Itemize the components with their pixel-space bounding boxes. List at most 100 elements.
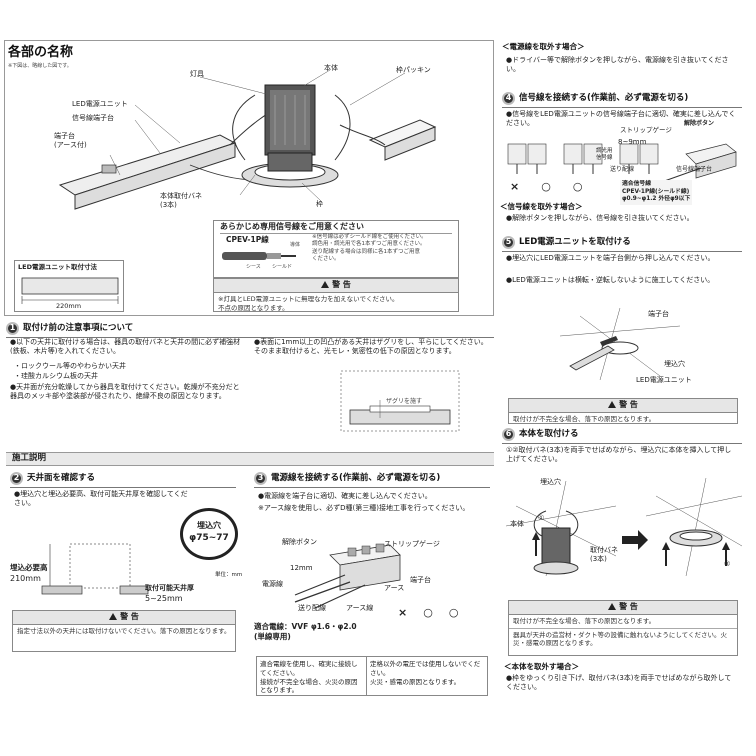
step5-warning-title: 警 告 bbox=[619, 400, 638, 409]
step3-terminal: 端子台 bbox=[410, 576, 431, 584]
prep-shield: シールド bbox=[272, 264, 293, 270]
parts-note: ※下図は、略線した図です。 bbox=[8, 63, 72, 69]
step3-strip-gauge: ストリップゲージ bbox=[384, 540, 440, 548]
section1-heading: 1 取付け前の注意事項について bbox=[6, 322, 494, 338]
label-led-unit: LED電源ユニット bbox=[72, 100, 128, 108]
step3-item-1: ※アース線を使用し、必ずD種(第三種)接地工事を行ってください。 bbox=[258, 504, 470, 512]
step6-hole: 埋込穴 bbox=[540, 478, 561, 486]
construction-band bbox=[6, 452, 494, 466]
label-terminal-block: 端子台 (アース付) bbox=[54, 132, 87, 150]
step4-text: ●信号線をLED電源ユニットの信号線端子台に適切、確実に差し込んでください。 bbox=[506, 110, 736, 128]
step5-number: 5 bbox=[502, 236, 515, 249]
prep-cable: CPEV-1P線 bbox=[226, 235, 269, 244]
section1-item-2: ・珪酸カルシウム板の天井 bbox=[14, 372, 98, 380]
prep-conductor: 導体 bbox=[290, 242, 301, 248]
step4-title: 信号線を接続する(作業前、必ず電源を切る) bbox=[519, 92, 689, 103]
step6-c1: ① bbox=[538, 514, 545, 522]
step3-number: 3 bbox=[254, 472, 267, 485]
ceiling-diagram bbox=[41, 543, 149, 595]
ox-mark: × bbox=[510, 180, 520, 193]
step6-heading: 6 本体を取付ける bbox=[502, 428, 742, 444]
cable-illustration bbox=[222, 252, 296, 260]
ox-mark: ○ bbox=[541, 180, 551, 193]
zaguri-diagram bbox=[340, 370, 460, 432]
prep-box bbox=[213, 220, 459, 278]
step3-length: 12mm bbox=[290, 564, 313, 572]
parts-panel bbox=[4, 40, 494, 316]
step6-warning-text-2: 器具が天井の造営材・ダクト等の設備に触れないようにしてください。火災・感電の原因… bbox=[513, 630, 727, 648]
remove-power-text: ●ドライバー等で解除ボタンを押しながら、電源線を引き抜いてください。 bbox=[506, 56, 729, 74]
ox-mark: ○ bbox=[423, 606, 433, 619]
construction-title: 施工説明 bbox=[12, 453, 47, 463]
label-body: 本体 bbox=[324, 64, 338, 72]
step6-number: 6 bbox=[502, 428, 515, 441]
unit-size-box bbox=[14, 260, 124, 312]
step3-warn-divider bbox=[366, 656, 367, 696]
step4-dim: 調光用 信号線 bbox=[596, 148, 613, 162]
section1-item-3: ●天井面が充分乾燥してから器具を取付けてください。乾燥が不充分だと器具のメッキ部… bbox=[10, 383, 240, 401]
hole-label: 埋込穴 bbox=[197, 521, 221, 530]
remove-power-heading: ＜電源線を取外す場合＞ bbox=[502, 42, 585, 51]
step6-warning-title: 警 告 bbox=[619, 602, 638, 611]
step5-item-0: ●埋込穴にLED電源ユニットを端子台側から押し込んでください。 bbox=[506, 254, 715, 262]
step3-earth: アース bbox=[384, 584, 405, 592]
prep-note: ※信号線は必ずシールド線をご使用ください。 調色用・調光用で各1本ずつご用意くだ… bbox=[312, 234, 427, 263]
section1-item-right: ●表面に1mm以上の凹凸がある天井はザグリをし、平らにしてください。そのまま取付… bbox=[254, 338, 488, 356]
step3-warnings bbox=[256, 656, 488, 696]
hole-size: φ75~77 bbox=[189, 532, 229, 543]
section1-number: 1 bbox=[6, 322, 19, 335]
section1-item-1: ・ロックウール等のやわらかい天井 bbox=[14, 362, 126, 370]
warning-parts-title: 警 告 bbox=[332, 280, 351, 289]
parts-title: 各部の名称 bbox=[8, 45, 74, 60]
step4-strip-gauge: ストリップゲージ bbox=[620, 126, 672, 134]
ox-mark: × bbox=[398, 606, 408, 619]
step2-number: 2 bbox=[10, 472, 23, 485]
step6-remove-text: ●枠をゆっくり引き下げ、取付バネ(3本)を両手でせばめながら取外してください。 bbox=[506, 674, 732, 692]
label-lamp: 灯具 bbox=[190, 70, 204, 78]
step4-heading: 4 信号線を接続する(作業前、必ず電源を切る) bbox=[502, 92, 742, 108]
step6-body: 本体 bbox=[510, 520, 524, 528]
step2-height: 210mm bbox=[10, 574, 41, 583]
body-install-diagram bbox=[506, 477, 742, 577]
step6-warning: 警 告 取付けが不完全な場合、落下の原因となります。 器具が天井の造営材・ダクト… bbox=[508, 600, 738, 656]
warning-icon bbox=[608, 401, 617, 408]
step2-text: ●埋込穴と埋込必要高、取付可能天井厚を確認してください。 bbox=[14, 490, 188, 508]
step3-warn-right: 定格以外の電圧では使用しないでください。 火災・感電の原因となります。 bbox=[370, 660, 481, 686]
section1-item-0: ●以下の天井に取付ける場合は、器具の取付バネと天井の間に必ず補強材(鉄板、木片等… bbox=[10, 338, 241, 356]
step5-terminal: 端子台 bbox=[648, 310, 669, 318]
unit-size-title: LED電源ユニット取付寸法 bbox=[18, 263, 97, 271]
warning-icon bbox=[608, 603, 617, 610]
step4-terminal: 信号線端子台 bbox=[676, 166, 713, 173]
ox-mark: ○ bbox=[448, 606, 459, 619]
step3-warn-left: 適合電線を使用し、確実に接続してください。 接続が不完全な場合、火災の原因となり… bbox=[260, 660, 358, 695]
ox-mark: ○ bbox=[572, 180, 583, 193]
step5-item-1: ●LED電源ユニットは横転・逆転しないように施工してください。 bbox=[506, 276, 715, 284]
step6-spring: 取付バネ (3本) bbox=[590, 546, 618, 564]
step6-title: 本体を取付ける bbox=[519, 428, 579, 439]
label-spring: 本体取付バネ (3本) bbox=[160, 192, 202, 210]
step6-text: ①②取付バネ(3本)を両手でせばめながら、埋込穴に本体を挿入して押し上げてくださ… bbox=[506, 446, 732, 464]
step2-thickness-label: 取付可能天井厚 bbox=[145, 584, 194, 592]
led-unit-install-diagram bbox=[560, 307, 680, 381]
warning-parts: 警 告 ※灯具とLED電源ユニットに無理な力を加えないでください。 不点の原因と… bbox=[213, 278, 459, 312]
step3-ox: × ○ ○ bbox=[398, 606, 458, 621]
step5-title: LED電源ユニットを取付ける bbox=[519, 236, 631, 247]
step3-title: 電源線を接続する(作業前、必ず電源を切る) bbox=[271, 472, 441, 483]
step2-title: 天井面を確認する bbox=[27, 472, 96, 483]
step3-item-0: ●電源線を端子台に適切、確実に差し込んでください。 bbox=[258, 492, 432, 500]
step3-earth-line: アース線 bbox=[346, 604, 374, 612]
step2-thickness: 5~25mm bbox=[145, 594, 183, 603]
warning-icon bbox=[109, 613, 118, 620]
terminal-diagram bbox=[294, 543, 401, 609]
step3-power-line: 電源線 bbox=[262, 580, 283, 588]
label-frame-packing: 枠パッキン bbox=[396, 66, 431, 74]
label-signal-terminal: 信号線端子台 bbox=[72, 114, 114, 122]
step5-hole: 埋込穴 bbox=[664, 360, 685, 368]
step6-remove-heading: ＜本体を取外す場合＞ bbox=[504, 662, 579, 671]
step5-heading: 5 LED電源ユニットを取付ける bbox=[502, 236, 742, 252]
step4-forward: 送り配線 bbox=[610, 166, 635, 173]
step3-heading: 3 電源線を接続する(作業前、必ず電源を切る) bbox=[254, 472, 490, 488]
step2-warning: 警 告 指定寸法以外の天井には取付けないでください。落下の原因となります。 bbox=[12, 610, 236, 652]
step5-unit: LED電源ユニット bbox=[636, 376, 692, 384]
step5-warning: 警 告 取付けが不完全な場合、落下の原因となります。 bbox=[508, 398, 738, 424]
